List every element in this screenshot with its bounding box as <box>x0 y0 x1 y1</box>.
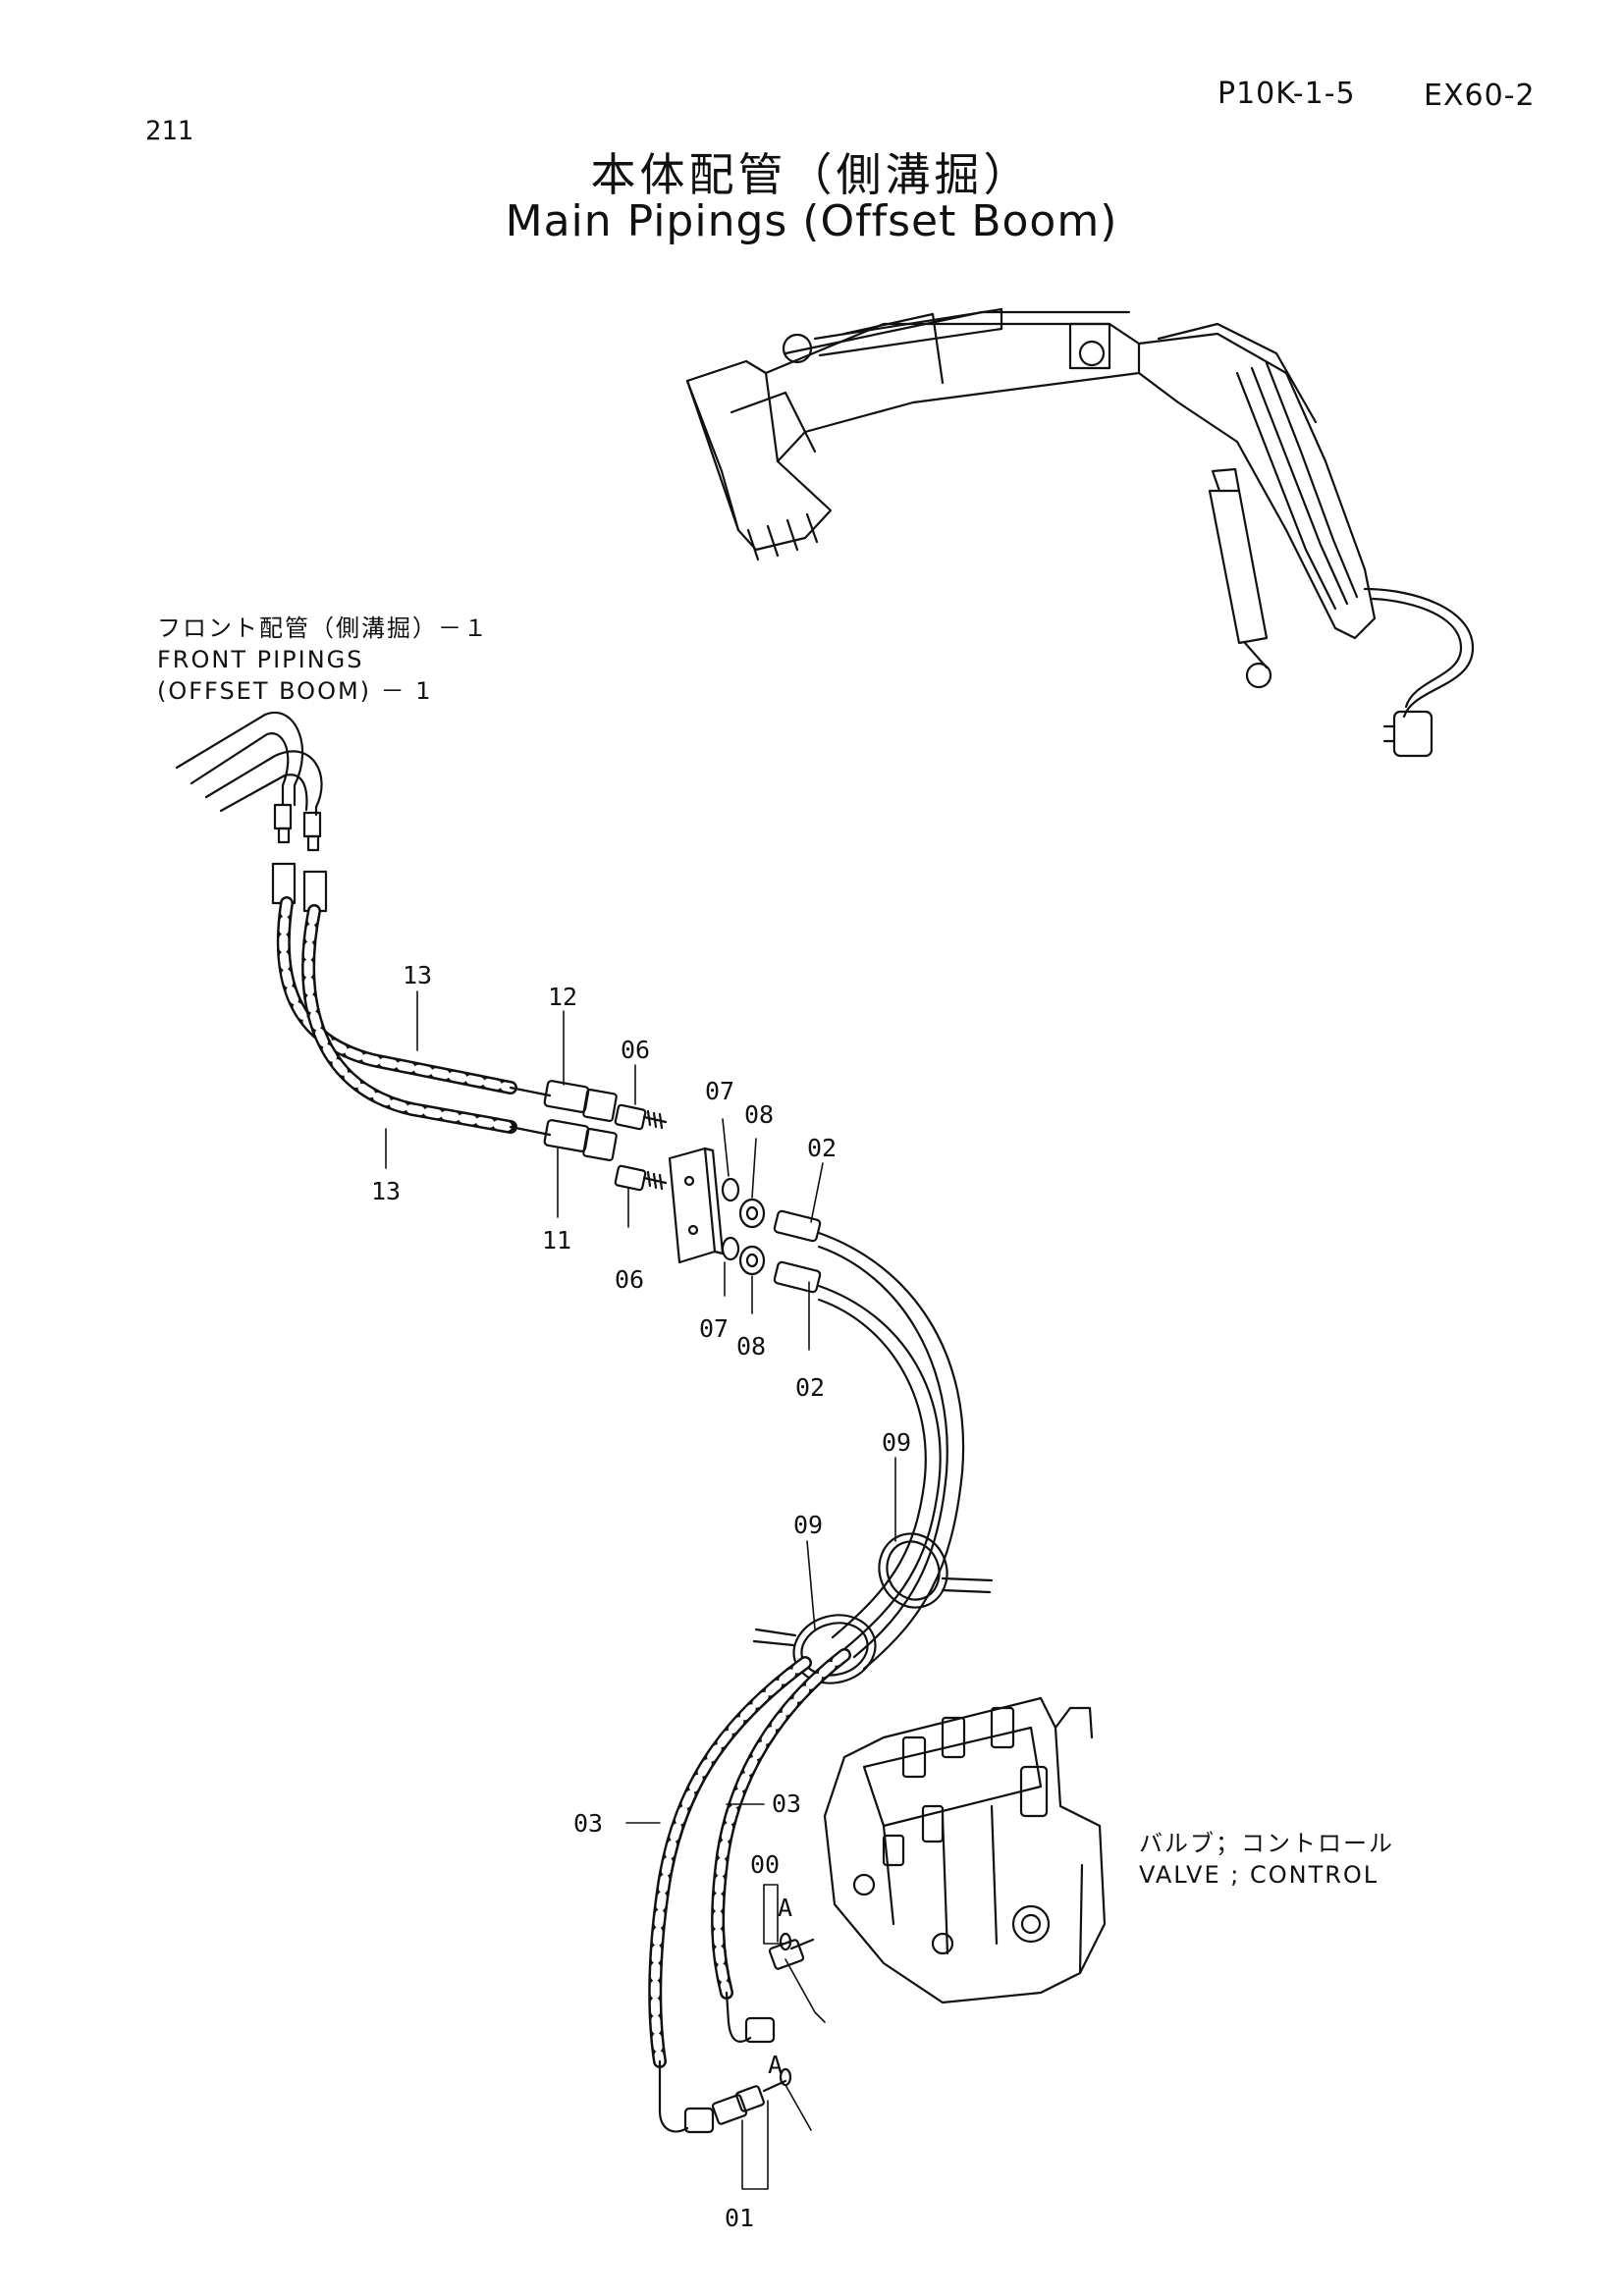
hose-13-upper <box>276 896 517 1095</box>
control-valve-en: VALVE ; CONTROL <box>1139 1861 1380 1889</box>
callout-09-left: 09 <box>793 1511 823 1539</box>
callout-13-lower: 13 <box>371 1177 401 1205</box>
callout-08-upper: 08 <box>744 1100 774 1129</box>
callout-07-upper: 07 <box>705 1077 734 1105</box>
callout-00: 00 <box>750 1850 780 1879</box>
fitting-02-upper <box>773 1209 822 1243</box>
hose-03-outer <box>648 1656 812 2134</box>
excavator-arm-illustration <box>685 307 1475 758</box>
control-valve-note: バルブ；コントロール VALVE ; CONTROL <box>1139 1828 1394 1891</box>
hose-13-lower <box>301 904 517 1134</box>
page-code: P10K-1-5 <box>1217 77 1356 111</box>
callout-06-lower: 06 <box>615 1265 644 1294</box>
callout-07-lower: 07 <box>699 1314 729 1343</box>
front-pipings-jp: フロント配管（側溝掘）－１ <box>157 614 489 642</box>
front-pipings-note: フロント配管（側溝掘）－１ FRONT PIPINGS (OFFSET BOOM… <box>157 613 489 707</box>
callout-01: 01 <box>725 2204 754 2232</box>
control-valve-jp: バルブ；コントロール <box>1139 1830 1394 1857</box>
callout-12: 12 <box>548 983 577 1011</box>
front-pipings-stubs <box>175 712 328 913</box>
adapter-06-upper <box>614 1103 668 1131</box>
washer-07-lower <box>721 1236 740 1261</box>
callout-08-lower: 08 <box>736 1332 766 1361</box>
callout-03-left: 03 <box>573 1809 603 1838</box>
nut-08-lower <box>738 1245 766 1276</box>
callout-09-right: 09 <box>882 1428 911 1457</box>
callout-13-upper: 13 <box>403 961 432 989</box>
hose-11-fitting <box>509 1119 618 1162</box>
page-number: 211 <box>145 116 193 146</box>
adapter-06-lower <box>614 1164 668 1192</box>
title-japanese: 本体配管（側溝掘） <box>590 148 1033 201</box>
hose-12-fitting <box>509 1080 618 1123</box>
nut-08-upper <box>738 1198 766 1229</box>
callout-02-lower: 02 <box>795 1373 825 1402</box>
clamp-09-right <box>878 1532 994 1609</box>
o-ring-a-upper <box>779 1932 792 1951</box>
title-english: Main Pipings (Offset Boom) <box>505 196 1118 246</box>
callout-a-lower: A <box>768 2051 783 2079</box>
front-pipings-en-2: (OFFSET BOOM) － 1 <box>157 677 433 705</box>
callout-11: 11 <box>542 1226 571 1255</box>
callout-06-upper: 06 <box>621 1036 650 1064</box>
fitting-02-lower <box>773 1260 822 1294</box>
bracket-plate <box>668 1147 725 1264</box>
callout-a-upper: A <box>778 1894 792 1922</box>
adapter-01 <box>711 2079 787 2125</box>
front-pipings-en: FRONT PIPINGS <box>157 646 364 673</box>
hose-03-inner <box>711 1648 851 2044</box>
model-code: EX60-2 <box>1424 79 1536 113</box>
callout-02-upper: 02 <box>807 1134 837 1162</box>
callout-03-right: 03 <box>772 1789 801 1818</box>
leader-lines <box>385 990 896 2190</box>
control-valve-illustration <box>823 1696 1107 2004</box>
washer-07-upper <box>721 1177 740 1202</box>
